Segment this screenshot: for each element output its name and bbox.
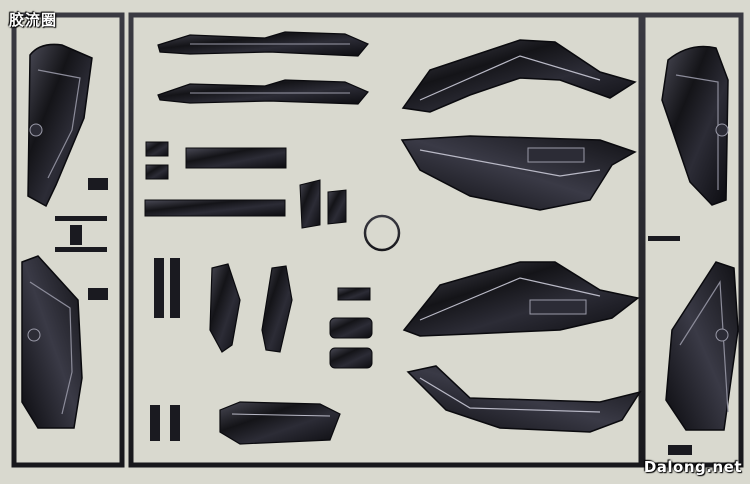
right-armor-lower [665,261,739,431]
right-armor-upper [661,45,729,206]
left-armor-upper [27,43,93,208]
long-rail-2 [157,79,369,105]
long-rail-1 [157,31,369,57]
small-capsules [329,287,373,369]
pins-left-bottom [150,258,180,441]
hull-piece [219,401,341,445]
armor-large-top [401,39,637,113]
left-armor-lower [21,255,83,429]
armor-large-upper-mid [400,135,637,211]
armor-large-bottom [406,365,642,433]
left-small-parts [55,178,108,300]
watermark-top-left: 胶流圈 [9,11,58,29]
leaf-parts [209,263,293,353]
armor-large-lower-mid [402,261,640,337]
mid-left-parts [144,141,347,229]
right-small-parts [648,236,692,455]
watermark-bottom-right: Dalong.net [643,458,742,476]
